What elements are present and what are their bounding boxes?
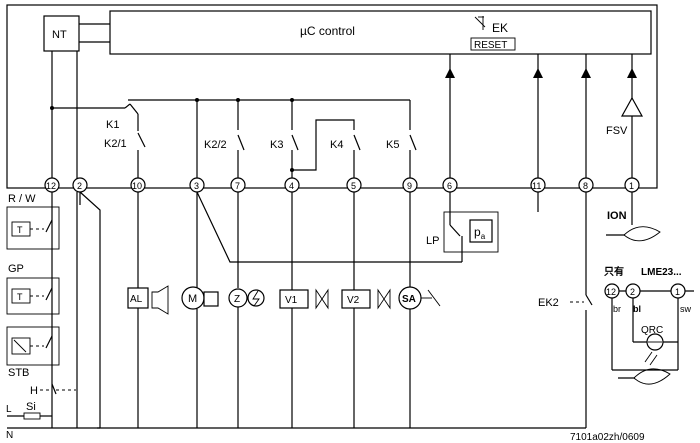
svg-text:SA: SA — [402, 294, 416, 305]
terminal-9: 9 — [402, 177, 418, 193]
svg-text:bl: bl — [633, 304, 641, 314]
svg-text:3: 3 — [194, 181, 199, 191]
device-frame — [6, 4, 658, 189]
valve-v1 — [279, 289, 309, 309]
nt-label: NT — [52, 29, 67, 41]
contact-k2-1: K2/1 — [104, 138, 127, 150]
si-label: Si — [26, 401, 36, 413]
svg-text:10: 10 — [132, 181, 142, 191]
lp-label: LP — [426, 235, 439, 247]
svg-text:12: 12 — [46, 181, 56, 191]
terminal-6: 6 — [442, 177, 458, 193]
qrc-label: QRC — [641, 325, 663, 336]
svg-text:pa: pa — [474, 225, 486, 241]
lme-pin-2: 2 — [625, 283, 641, 299]
valve-v2-icon — [377, 288, 391, 310]
contact-k3: K3 — [270, 139, 283, 151]
svg-text:2: 2 — [630, 287, 635, 297]
fsv-amplifier — [620, 96, 644, 117]
fuse-si — [23, 412, 41, 420]
horn-icon — [151, 285, 169, 315]
terminal-2: 2 — [72, 177, 88, 193]
lp-pressure-switch — [443, 211, 499, 253]
svg-text:7: 7 — [235, 181, 240, 191]
fsv-label: FSV — [606, 125, 628, 137]
ek-reset-key: EK RESET — [470, 16, 516, 51]
gp-gas-pressure-switch — [6, 277, 60, 315]
svg-text:br: br — [613, 304, 621, 314]
contact-k4: K4 — [330, 139, 343, 151]
rw-controller — [6, 206, 60, 250]
svg-text:6: 6 — [447, 181, 452, 191]
ek-label: EK — [492, 21, 508, 35]
contact-k2-2: K2/2 — [204, 139, 227, 151]
svg-text:1: 1 — [675, 287, 680, 297]
terminal-5: 5 — [346, 177, 362, 193]
terminal-3: 3 — [189, 177, 205, 193]
drawing-code: 7101a02zh/0609 — [570, 432, 645, 443]
svg-text:11: 11 — [532, 181, 541, 191]
qrc-flame-icon — [633, 368, 671, 385]
svg-text:M: M — [188, 293, 197, 305]
svg-text:12: 12 — [606, 287, 616, 297]
terminal-strip: 12 2 10 3 7 4 5 9 6 11 8 1 — [44, 177, 640, 193]
svg-text:9: 9 — [407, 181, 412, 191]
nt-power-supply — [43, 15, 80, 52]
flame-icon — [623, 226, 661, 242]
lme-only-label: 只有 — [604, 265, 624, 278]
terminal-11: 11 — [530, 177, 546, 193]
lme-pin-1: 1 — [670, 283, 686, 299]
stb-safety-limiter — [6, 326, 60, 366]
terminal-12: 12 — [44, 177, 60, 193]
spark-icon — [247, 289, 265, 307]
svg-text:8: 8 — [583, 181, 588, 191]
gp-label: GP — [8, 263, 24, 275]
svg-text:V1: V1 — [285, 295, 298, 306]
stb-label: STB — [8, 367, 29, 379]
valve-v2 — [341, 289, 371, 309]
svg-text:4: 4 — [289, 181, 294, 191]
svg-text:5: 5 — [351, 181, 356, 191]
terminal-1: 1 — [624, 177, 640, 193]
h-label: H — [30, 385, 38, 397]
contact-k5: K5 — [386, 139, 399, 151]
uc-control-box — [109, 10, 652, 55]
svg-text:2: 2 — [77, 181, 82, 191]
n-label: N — [6, 430, 13, 441]
l-label: L — [6, 404, 12, 415]
svg-text:T: T — [17, 225, 23, 235]
terminal-10: 10 — [130, 177, 146, 193]
ek2-label: EK2 — [538, 297, 559, 309]
pa-sensor — [469, 219, 493, 243]
reset-label: RESET — [474, 40, 507, 51]
rw-label: R / W — [8, 193, 36, 205]
lme-pin-12: 12 — [604, 283, 620, 299]
fan-icon — [203, 291, 219, 307]
input-arrows — [445, 54, 637, 178]
svg-text:Z: Z — [234, 294, 240, 305]
terminal-7: 7 — [230, 177, 246, 193]
svg-text:T: T — [17, 292, 23, 302]
svg-text:1: 1 — [629, 181, 634, 191]
ion-label: ION — [607, 210, 627, 222]
valve-v1-icon — [315, 288, 329, 310]
uc-control-title: µC control — [300, 24, 355, 38]
svg-text:V2: V2 — [347, 295, 360, 306]
svg-text:AL: AL — [130, 294, 143, 305]
terminal-8: 8 — [578, 177, 594, 193]
lme-model-label: LME23... — [641, 267, 682, 278]
svg-text:sw: sw — [680, 304, 692, 314]
terminal-4: 4 — [284, 177, 300, 193]
contact-k1: K1 — [106, 119, 119, 131]
